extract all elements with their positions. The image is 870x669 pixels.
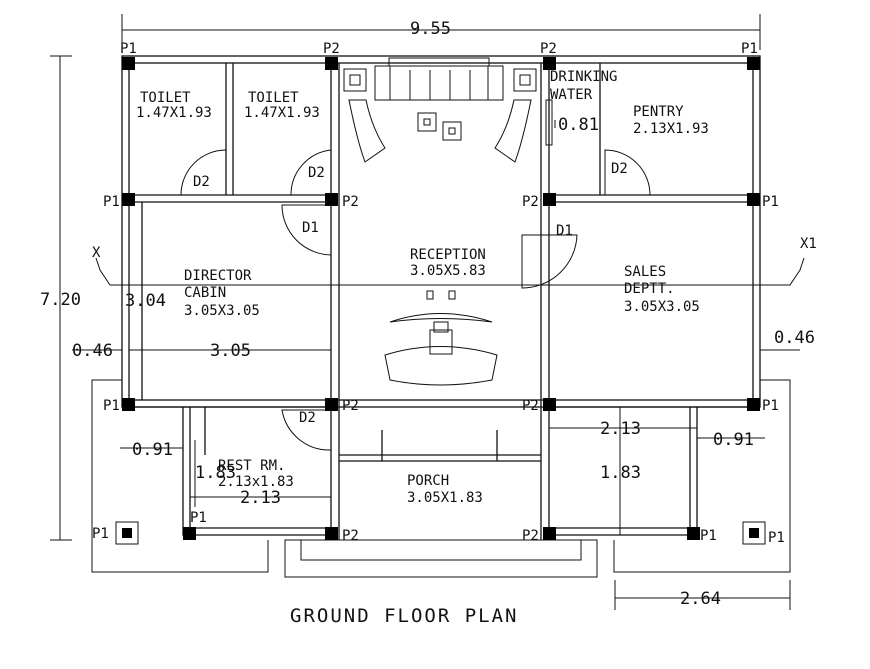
column <box>687 527 700 540</box>
dim-304: 3.04 <box>125 291 166 311</box>
sales-line2: DEPTT. <box>624 281 675 297</box>
exterior-walls <box>121 55 761 408</box>
door-tags: D2 D2 D2 D1 D1 D2 <box>193 161 628 426</box>
dim-091-right: 0.91 <box>713 430 754 450</box>
dim-046-left: 0.46 <box>72 341 113 361</box>
column-tag: P1 <box>103 398 120 414</box>
dim-183-left: 1.83 <box>195 463 236 483</box>
column-tag: P2 <box>522 194 539 210</box>
column-tag: P2 <box>342 194 359 210</box>
dim-046-right: 0.46 <box>774 328 815 348</box>
room-labels: TOILET 1.47X1.93 TOILET 1.47X1.93 DRINKI… <box>136 69 709 506</box>
column-tags: P1 P2 P2 P1 P1 P2 P2 P1 P1 P2 P2 P1 P1 P… <box>92 41 785 546</box>
column <box>747 398 760 411</box>
column <box>325 527 338 540</box>
sales-size: 3.05X3.05 <box>624 299 700 315</box>
porch-name: PORCH <box>407 473 449 489</box>
dim-213-left: 2.13 <box>240 488 281 508</box>
column <box>325 57 338 70</box>
door-tag: D2 <box>611 161 628 177</box>
column-tag: P1 <box>741 41 758 57</box>
rest-room-name: REST RM. <box>218 458 285 474</box>
door-tag: D2 <box>299 410 316 426</box>
reception-size: 3.05X5.83 <box>410 263 486 279</box>
overall-width: 9.55 <box>410 19 451 39</box>
section-line <box>95 257 805 286</box>
porch-size: 3.05X1.83 <box>407 490 483 506</box>
column-tag: P1 <box>700 528 717 544</box>
pentry-name: PENTRY <box>633 104 684 120</box>
column <box>183 527 196 540</box>
column-tag: P2 <box>342 528 359 544</box>
column <box>543 398 556 411</box>
director-line2: CABIN <box>184 285 226 301</box>
column <box>122 193 135 206</box>
column <box>747 193 760 206</box>
door-tag: D1 <box>556 223 573 239</box>
rest-room-size: 2.13x1.83 <box>218 474 294 490</box>
dim-305: 3.05 <box>210 341 251 361</box>
column-tag: P1 <box>762 398 779 414</box>
column <box>543 57 556 70</box>
column-tag: P2 <box>540 41 557 57</box>
dim-081: 0.81 <box>558 115 599 135</box>
column <box>747 57 760 70</box>
drinking-water-line2: WATER <box>550 87 593 103</box>
director-size: 3.05X3.05 <box>184 303 260 319</box>
reception-name: RECEPTION <box>410 247 486 263</box>
dim-213-right: 2.13 <box>600 419 641 439</box>
door-tag: D1 <box>302 220 319 236</box>
pentry-size: 2.13X1.93 <box>633 121 709 137</box>
columns <box>115 57 766 545</box>
dimension-lines <box>50 14 800 610</box>
column-tag: P1 <box>120 41 137 57</box>
toilet-2-size: 1.47X1.93 <box>244 105 320 121</box>
column-tag: P1 <box>92 526 109 542</box>
column <box>122 57 135 70</box>
section-tag-left: X <box>92 245 101 261</box>
dim-091-left: 0.91 <box>132 440 173 460</box>
toilet-1-name: TOILET <box>140 90 191 106</box>
dimension-labels: 9.55 7.20 0.81 3.04 3.05 0.46 0.46 0.91 … <box>40 19 815 609</box>
drinking-water-line1: DRINKING <box>550 69 617 85</box>
column-tag: P1 <box>768 530 785 546</box>
toilet-2-name: TOILET <box>248 90 299 106</box>
director-line1: DIRECTOR <box>184 268 252 284</box>
column-tag: P2 <box>323 41 340 57</box>
column-tag: P1 <box>190 510 207 526</box>
column-tag: P2 <box>342 398 359 414</box>
column <box>543 527 556 540</box>
column <box>325 398 338 411</box>
dim-183-right: 1.83 <box>600 463 641 483</box>
column <box>749 528 759 538</box>
column-tag: P1 <box>762 194 779 210</box>
column <box>543 193 556 206</box>
sales-line1: SALES <box>624 264 666 280</box>
door-tag: D2 <box>308 165 325 181</box>
column <box>325 193 338 206</box>
toilet-1-size: 1.47X1.93 <box>136 105 212 121</box>
section-tag-right: X1 <box>800 236 817 252</box>
reception-furniture <box>343 57 553 461</box>
overall-height: 7.20 <box>40 290 81 310</box>
door-tag: D2 <box>193 174 210 190</box>
column-tag: P2 <box>522 398 539 414</box>
drawing-title: GROUND FLOOR PLAN <box>290 605 518 627</box>
dim-264: 2.64 <box>680 589 721 609</box>
door-swings <box>180 149 651 451</box>
column <box>122 528 132 538</box>
column-tag: P2 <box>522 528 539 544</box>
column-tag: P1 <box>103 194 120 210</box>
column <box>122 398 135 411</box>
